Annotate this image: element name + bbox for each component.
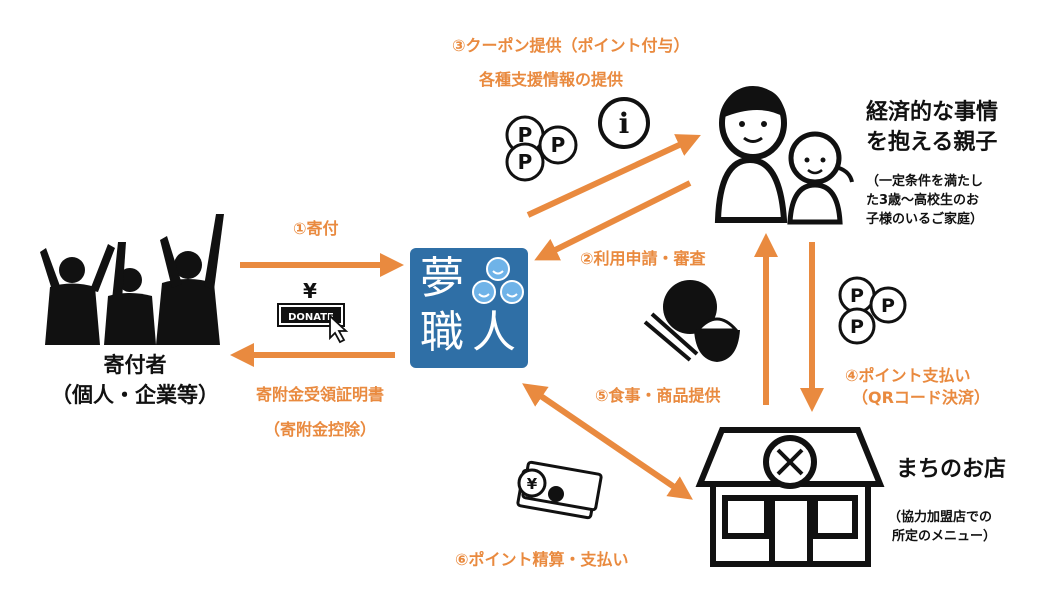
donate-text: DONATE [288, 312, 334, 323]
meal-icon [643, 280, 740, 362]
arrow-apply [534, 180, 692, 261]
coin-letter: P [551, 133, 566, 157]
label-application: ②利用申請・審査 [580, 249, 706, 268]
svg-text:¥: ¥ [527, 475, 538, 493]
logo-char-3: 人 [472, 307, 516, 358]
coin-letter: P [518, 123, 533, 147]
label-meal-provision: ⑤食事・商品提供 [595, 386, 721, 405]
yen-symbol: ¥ [303, 279, 317, 303]
smile-faces-icon [472, 257, 524, 304]
donor-crowd-icon [40, 214, 224, 345]
label-tax-deduction: （寄附金控除） [263, 420, 376, 439]
parent-child-icon [714, 86, 854, 225]
coin-letter: P [850, 316, 864, 338]
shop-title: まちのお店 [896, 457, 1007, 482]
coin-letter: P [518, 150, 533, 174]
cash-icon: ¥ [516, 460, 603, 520]
label-settlement: ⑥ポイント精算・支払い [455, 550, 629, 569]
donate-icon: ¥ DONATE [277, 279, 349, 344]
label-receipt: 寄附金受領証明書 [255, 385, 384, 404]
svg-text:i: i [619, 107, 630, 140]
coin-letter: P [881, 295, 895, 317]
family-title-line1: 経済的な事情 [866, 100, 999, 125]
logo-char-2: 職 [420, 307, 464, 358]
yumeshokunin-logo: 夢 職 人 [410, 248, 528, 368]
family-title-line2: を抱える親子 [866, 130, 998, 155]
label-coupon: ③クーポン提供（ポイント付与） [452, 36, 690, 55]
info-icon: i [598, 97, 650, 149]
shop-note-line1: （協力加盟店での [888, 510, 993, 525]
coupon-coins-icon [505, 115, 578, 182]
point-coins-icon [838, 276, 907, 345]
donor-subtitle: （個人・企業等） [51, 383, 219, 407]
label-point-payment: ④ポイント支払い [845, 366, 971, 385]
family-note-line1: （一定条件を満たし [866, 174, 984, 189]
arrow-coupon [526, 134, 701, 218]
arrow-settlement [522, 383, 693, 500]
logo-char-1: 夢 [420, 253, 464, 304]
label-qr-payment: （QRコード決済） [852, 388, 990, 407]
label-donation: ①寄付 [293, 219, 339, 238]
donor-title: 寄付者 [103, 353, 167, 377]
shop-note-line2: 所定のメニュー） [892, 529, 997, 544]
family-note-line2: た3歳～高校生のお [866, 193, 980, 208]
label-support-info: 各種支援情報の提供 [479, 70, 624, 89]
family-note-line3: 子様のいるご家庭） [866, 212, 984, 227]
shop-icon [695, 427, 885, 567]
coin-letter: P [850, 285, 864, 307]
